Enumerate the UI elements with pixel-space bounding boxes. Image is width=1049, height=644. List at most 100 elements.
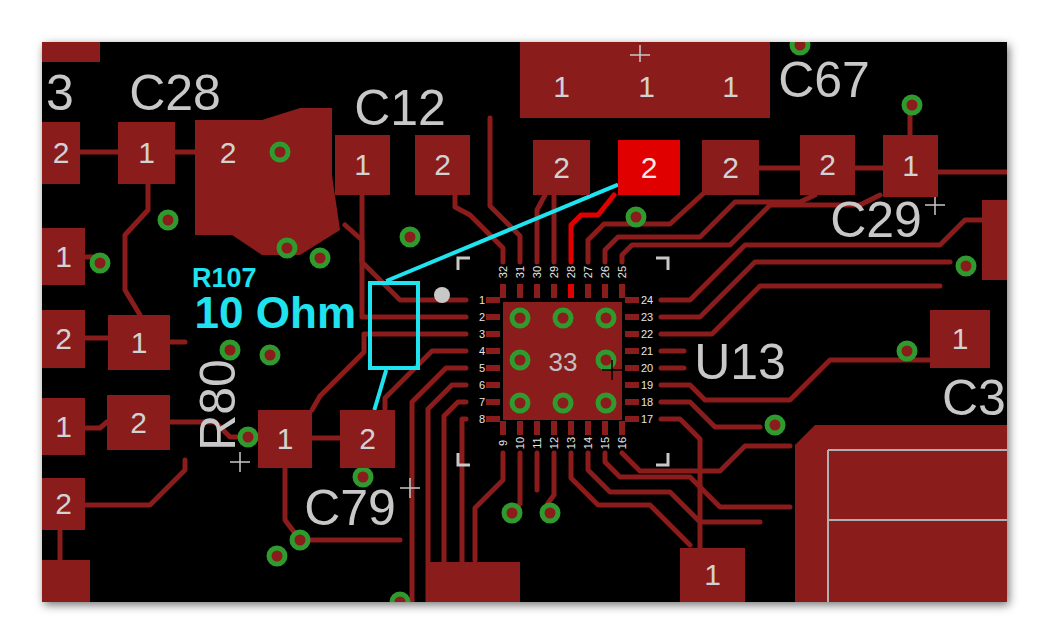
pin-pad [619, 421, 625, 435]
pin-pad [486, 382, 500, 388]
trace [908, 115, 913, 135]
copper-pad: 1 [883, 135, 938, 197]
trace [661, 262, 950, 317]
trace [548, 453, 554, 503]
trace [285, 468, 400, 540]
part-designator: U13 [694, 337, 786, 387]
copper-pad: 1 [702, 62, 759, 112]
pin-number: 20 [641, 363, 653, 374]
copper-pad: 2 [702, 140, 759, 195]
trace [759, 166, 800, 171]
callout-leader [386, 185, 618, 281]
trace [412, 368, 466, 602]
vias [92, 42, 974, 602]
copper-pad-cut [42, 560, 90, 602]
via [512, 395, 528, 411]
pin-number: 8 [479, 414, 485, 425]
pin-number: 31 [515, 266, 526, 278]
pin-pad [619, 284, 625, 298]
part-designator: C28 [129, 68, 221, 118]
via [899, 343, 915, 359]
pad-number: 1 [952, 324, 969, 354]
pin-pad [534, 284, 540, 298]
pin-number: 32 [498, 266, 509, 278]
part-designator: 3 [46, 68, 74, 118]
trace [80, 150, 118, 155]
ic-outline-corner [656, 258, 668, 270]
part-designator: C12 [354, 83, 446, 133]
pad-number: 2 [641, 153, 658, 183]
ic-outline-corner [458, 453, 470, 465]
via [904, 97, 920, 113]
copper-layer [42, 42, 1007, 602]
via [542, 505, 558, 521]
trace [661, 402, 760, 427]
copper-pad: 1 [42, 228, 85, 285]
pin-pad [486, 314, 500, 320]
trace [552, 195, 557, 262]
copper-pad-cut [982, 200, 1007, 280]
pin-number: 3 [479, 329, 485, 340]
part-reference: R107 [192, 265, 257, 292]
via [279, 240, 295, 256]
via [512, 352, 528, 368]
copper-pad: 2 [107, 395, 170, 450]
trace [588, 453, 760, 522]
pin-number: 25 [617, 266, 628, 278]
pin-number: 30 [532, 266, 543, 278]
origin-cross [400, 478, 420, 498]
trace [85, 460, 185, 505]
via [269, 548, 285, 564]
pin-pad [486, 331, 500, 337]
pin-number: 21 [641, 346, 653, 357]
pin-pads [486, 284, 639, 435]
pin-number: 26 [600, 266, 611, 278]
copper-pour [195, 108, 340, 255]
via [312, 250, 328, 266]
part-designator: C67 [778, 55, 870, 105]
trace [490, 118, 520, 262]
traces [60, 115, 1007, 602]
pin-pad [486, 416, 500, 422]
via [504, 505, 520, 521]
pad-number: 1 [131, 328, 148, 358]
part-designator: R80 [193, 359, 243, 451]
pin-number: 17 [641, 414, 653, 425]
pad-number: 1 [553, 72, 570, 102]
pin-pad [517, 284, 523, 298]
via [92, 255, 108, 271]
copper-pad-cut [42, 42, 100, 62]
via [392, 594, 408, 602]
copper-pad: 2 [800, 135, 855, 195]
highlighted-trace [571, 195, 614, 262]
via [598, 395, 614, 411]
via [512, 310, 528, 326]
pin-pad [551, 284, 557, 298]
pad-number: 2 [53, 138, 70, 168]
pad-number: 2 [220, 138, 237, 168]
copper-pour [520, 42, 770, 118]
pin-pad [625, 399, 639, 405]
copper-pad: 1 [680, 548, 745, 602]
copper-pad: 2 [415, 135, 470, 195]
trace [385, 351, 466, 410]
via [292, 532, 308, 548]
pad-number: 2 [819, 150, 836, 180]
pad-number: 2 [434, 150, 451, 180]
pin-pad [625, 382, 639, 388]
trace [85, 336, 108, 341]
via [402, 229, 418, 245]
pad-number: 1 [638, 72, 655, 102]
pad-number: 2 [722, 153, 739, 183]
pin-number: 12 [549, 437, 560, 449]
trace [85, 422, 107, 428]
via [555, 310, 571, 326]
trace [428, 385, 466, 602]
origin-cross [230, 452, 250, 472]
pin-pad [500, 421, 506, 435]
pin-number: 1 [479, 295, 485, 306]
pin-pad [568, 421, 574, 435]
via [272, 144, 288, 160]
via [222, 342, 238, 358]
pad-number: 2 [553, 153, 570, 183]
